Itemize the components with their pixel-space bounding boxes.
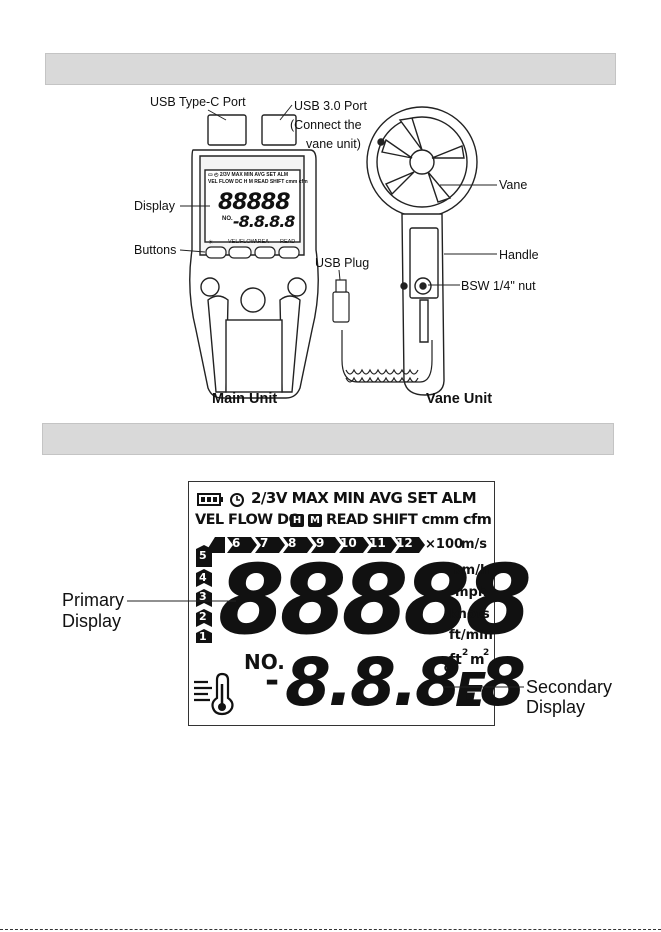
lcd-primary-digits: 88888 xyxy=(218,544,532,656)
lcd-unit-ms: m/s xyxy=(461,537,488,552)
callout-primary-1: Primary xyxy=(62,590,124,610)
lcd-scale-8: 8 xyxy=(288,536,297,550)
lcd-scale-6: 6 xyxy=(232,536,241,550)
lcd-unit-mph: mph xyxy=(455,585,488,600)
callout-secondary-2: Display xyxy=(526,697,586,717)
lcd-row1: 2/3V MAX MIN AVG SET ALM xyxy=(251,489,477,507)
footer-dashed-line xyxy=(0,929,661,930)
lcd-multiplier: ×100 xyxy=(425,537,464,552)
label-usb3-port: USB 3.0 Port xyxy=(294,99,367,113)
label-display: Display xyxy=(134,199,175,213)
label-connect-note-2: vane unit) xyxy=(306,137,361,151)
mini-lcd-row1: ▭ ◴ 2/3V MAX MIN AVG SET ALM xyxy=(208,172,289,178)
label-usb-plug: USB Plug xyxy=(315,256,370,270)
lcd-unit-knots: knots xyxy=(449,607,490,622)
lcd-row2: VEL FLOW DC xyxy=(195,512,299,528)
callout-secondary-1: Secondary xyxy=(526,677,613,697)
lcd-scale-9: 9 xyxy=(316,536,325,550)
lcd-unit-ft-sup: 2 xyxy=(462,648,469,658)
device-button-light[interactable]: ☀ xyxy=(208,240,214,246)
callout-primary-2: Display xyxy=(62,611,122,631)
lcd-scale-5: 5 xyxy=(199,549,207,562)
lcd-scale-7: 7 xyxy=(260,536,269,550)
lcd-scale-2: 2 xyxy=(199,610,207,623)
lcd-scale-10: 10 xyxy=(340,536,357,550)
lcd-no-label: NO. xyxy=(244,650,285,674)
device-button-read[interactable]: READ xyxy=(280,239,296,245)
lcd-scale-11: 11 xyxy=(369,536,386,550)
main-unit-body xyxy=(189,114,319,399)
leader-lines xyxy=(179,104,497,286)
label-buttons: Buttons xyxy=(134,243,177,257)
lcd-unit-ft: ft xyxy=(449,652,462,668)
lcd-m-box: M xyxy=(308,514,322,527)
mini-lcd-secondary: -8.8.8.8 xyxy=(233,212,295,231)
lcd-secondary-digits: 8.8.8.8 xyxy=(285,644,526,721)
lcd-deg-unit: E xyxy=(455,663,487,717)
label-nut: BSW 1/4" nut xyxy=(461,279,536,293)
label-usb-c-port: USB Type-C Port xyxy=(150,95,246,109)
label-handle: Handle xyxy=(499,248,539,262)
caption-main-unit: Main Unit xyxy=(212,391,278,407)
mini-lcd-row2: VEL FLOW DC H M READ SHIFT cmm cfm xyxy=(208,179,308,185)
lcd-minus: - xyxy=(265,661,280,701)
lcd-scale-1: 1 xyxy=(199,630,207,643)
lcd-scale-3: 3 xyxy=(199,590,207,603)
wind-thermometer-icon xyxy=(194,672,234,716)
lcd-battery-clock xyxy=(197,493,244,507)
section-header-bar-2 xyxy=(42,423,614,455)
device-buttons xyxy=(205,246,300,259)
lcd-h-box: H xyxy=(290,514,304,527)
lcd-unit-kmh: km/h xyxy=(453,563,490,578)
lcd-row2b: READ SHIFT cmm cfm xyxy=(326,512,492,528)
coiled-cable xyxy=(332,279,433,383)
callout-lines xyxy=(127,600,524,688)
lcd-scale-left xyxy=(196,545,212,643)
lcd-panel xyxy=(188,481,495,726)
section-header-bar-1 xyxy=(45,53,616,85)
vane-unit xyxy=(366,106,478,396)
lcd-scale-12: 12 xyxy=(396,536,413,550)
lcd-unit-ftmin: ft/min xyxy=(449,628,493,643)
mini-lcd-no: NO. xyxy=(222,216,233,222)
lcd-scale-4: 4 xyxy=(199,571,207,584)
device-button-vel-flow[interactable]: VEL/FLOW xyxy=(228,239,256,245)
lcd-unit-m: m xyxy=(470,652,485,668)
mini-lcd-digits: 88888 xyxy=(218,190,291,215)
label-connect-note-1: (Connect the xyxy=(290,118,362,132)
caption-vane-unit: Vane Unit xyxy=(426,391,493,407)
lcd-degree: ° xyxy=(442,660,455,690)
lcd-scale-top xyxy=(205,537,425,553)
label-vane: Vane xyxy=(499,178,528,192)
device-diagram xyxy=(179,104,497,399)
device-button-area[interactable]: AREA xyxy=(254,239,269,245)
lcd-unit-m-sup: 2 xyxy=(483,648,490,658)
